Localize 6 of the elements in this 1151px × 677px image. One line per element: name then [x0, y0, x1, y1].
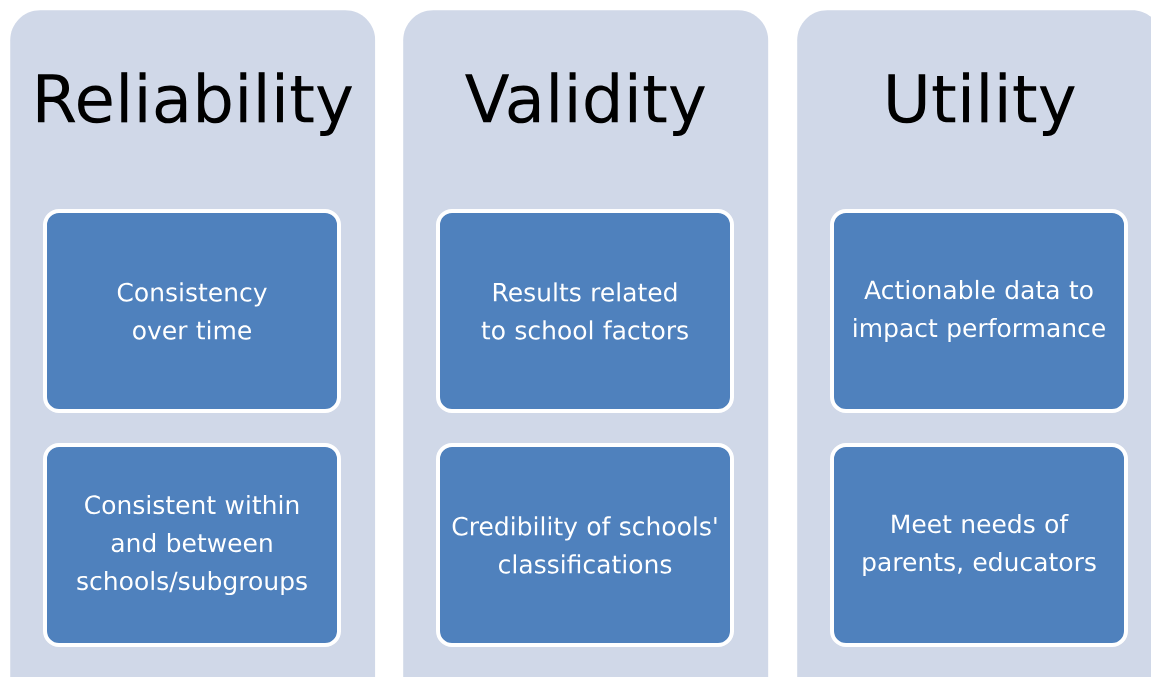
text-box: Consistent within and between schools/subgroups: [43, 443, 341, 647]
text-box: Consistency over time: [43, 209, 341, 413]
text-box: Results related to school factors: [436, 209, 734, 413]
text-box: Actionable data to impact performance: [830, 209, 1128, 413]
text-box: Credibility of schools' classifications: [436, 443, 734, 647]
text-box: Meet needs of parents, educators: [830, 443, 1128, 647]
